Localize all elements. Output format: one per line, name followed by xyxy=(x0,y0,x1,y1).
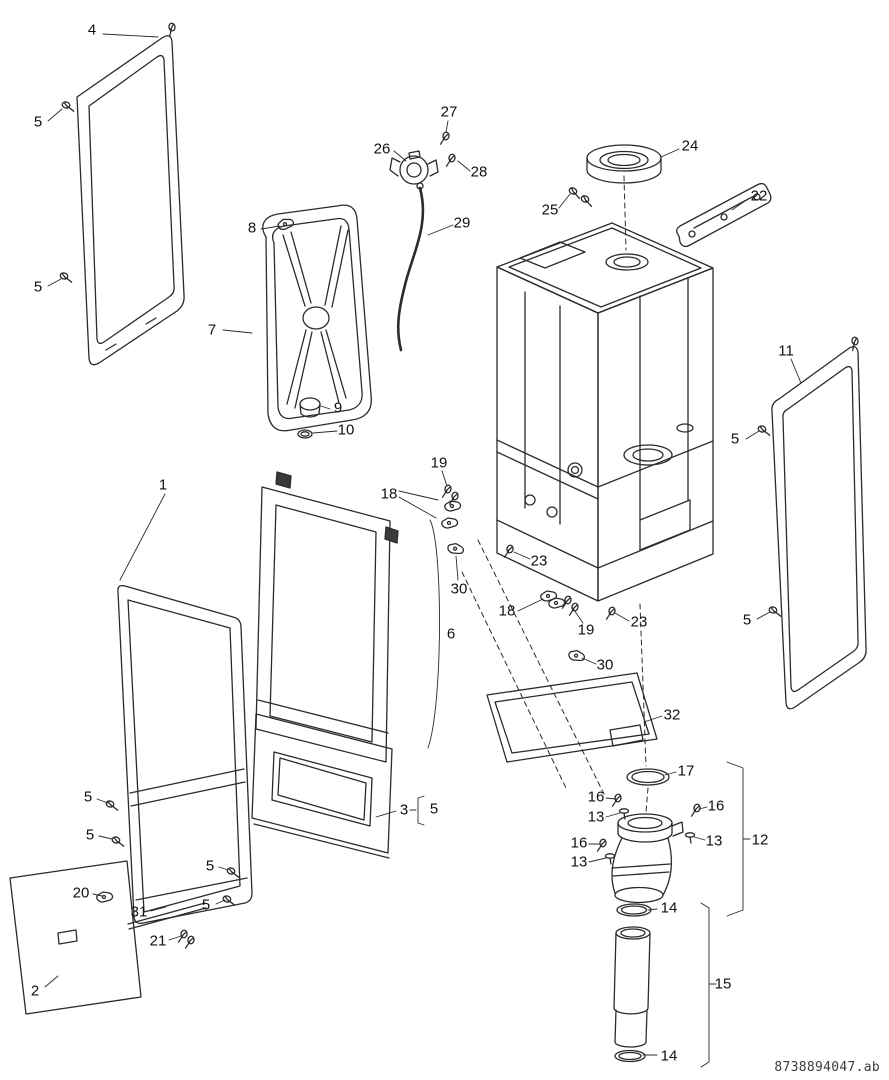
part-label-20: 20 xyxy=(72,884,90,902)
part-12-flue-elbow xyxy=(596,792,702,904)
part-11-side-panel xyxy=(756,336,867,710)
part-2-access-panel xyxy=(9,860,142,1015)
leader-lines xyxy=(44,33,802,1068)
part-label-5: 5 xyxy=(201,896,211,914)
part-3-lower-panel xyxy=(251,713,393,859)
part-label-26: 26 xyxy=(373,140,391,158)
part-label-10: 10 xyxy=(337,421,355,439)
part-32-bottom-tray xyxy=(486,672,658,763)
part-1-front-panel xyxy=(117,584,253,925)
part-label-27: 27 xyxy=(440,103,458,121)
part-label-5: 5 xyxy=(205,857,215,875)
part-label-21: 21 xyxy=(149,932,167,950)
fastener-cluster-upper xyxy=(441,483,466,557)
part-label-25: 25 xyxy=(541,201,559,219)
part-label-5: 5 xyxy=(742,611,752,629)
part-17-gasket-ring xyxy=(626,768,670,786)
chassis-frame xyxy=(496,222,714,622)
part-label-16: 16 xyxy=(587,788,605,806)
part-label-30: 30 xyxy=(596,656,614,674)
part-label-14: 14 xyxy=(660,899,678,917)
part-label-5: 5 xyxy=(83,788,93,806)
document-number: 8738894047.ab xyxy=(774,1060,880,1075)
part-label-23: 23 xyxy=(630,613,648,631)
part-label-19: 19 xyxy=(430,454,448,472)
part-15-flue-pipe xyxy=(613,926,651,1048)
part-4-side-panel xyxy=(58,22,185,366)
part-label-15: 15 xyxy=(714,975,732,993)
part-label-13: 13 xyxy=(587,808,605,826)
part-7-insulation-pad xyxy=(262,204,372,432)
part-label-9: 9 xyxy=(333,399,343,417)
part-label-30: 30 xyxy=(450,580,468,598)
part-24-flue-collar xyxy=(586,144,662,184)
part-label-13: 13 xyxy=(705,832,723,850)
part-label-2: 2 xyxy=(30,982,40,1000)
part-label-18: 18 xyxy=(380,485,398,503)
part-26-valve xyxy=(389,150,439,185)
part-label-11: 11 xyxy=(778,342,794,360)
part-29-tube xyxy=(396,182,425,352)
part-label-3: 3 xyxy=(399,801,409,819)
part-label-31: 31 xyxy=(130,903,148,921)
part-label-5: 5 xyxy=(33,278,43,296)
part-label-12: 12 xyxy=(751,831,769,849)
part-label-7: 7 xyxy=(207,321,217,339)
part-6-inner-frame xyxy=(255,471,399,763)
part-label-19: 19 xyxy=(577,621,595,639)
part-label-5: 5 xyxy=(429,800,439,818)
part-9-cap xyxy=(299,397,321,418)
part-28-screw xyxy=(445,152,457,169)
bottom-hardware xyxy=(96,799,242,951)
part-label-24: 24 xyxy=(681,137,699,155)
part-label-5: 5 xyxy=(85,826,95,844)
part-10-ring xyxy=(297,429,313,439)
part-label-18: 18 xyxy=(498,602,516,620)
part-label-4: 4 xyxy=(87,21,97,39)
alignment-dashed-lines xyxy=(461,175,649,813)
part-label-22: 22 xyxy=(750,187,768,205)
part-8-clip xyxy=(276,217,295,231)
part-label-29: 29 xyxy=(453,214,471,232)
part-label-32: 32 xyxy=(663,706,681,724)
part-label-5: 5 xyxy=(730,430,740,448)
part-label-16: 16 xyxy=(570,834,588,852)
part-label-14: 14 xyxy=(660,1047,678,1065)
part-27-screw xyxy=(439,130,451,147)
part-label-28: 28 xyxy=(470,163,488,181)
part-14-oring-bottom xyxy=(614,1049,646,1063)
part-label-8: 8 xyxy=(247,219,257,237)
part-label-16: 16 xyxy=(707,797,725,815)
part-25-screws xyxy=(567,186,596,208)
part-label-6: 6 xyxy=(446,625,456,643)
part-14-oring-top xyxy=(616,903,652,917)
part-label-13: 13 xyxy=(570,853,588,871)
part-label-23: 23 xyxy=(530,552,548,570)
part-label-5: 5 xyxy=(33,113,43,131)
part-label-17: 17 xyxy=(677,762,695,780)
part-label-1: 1 xyxy=(158,476,168,494)
